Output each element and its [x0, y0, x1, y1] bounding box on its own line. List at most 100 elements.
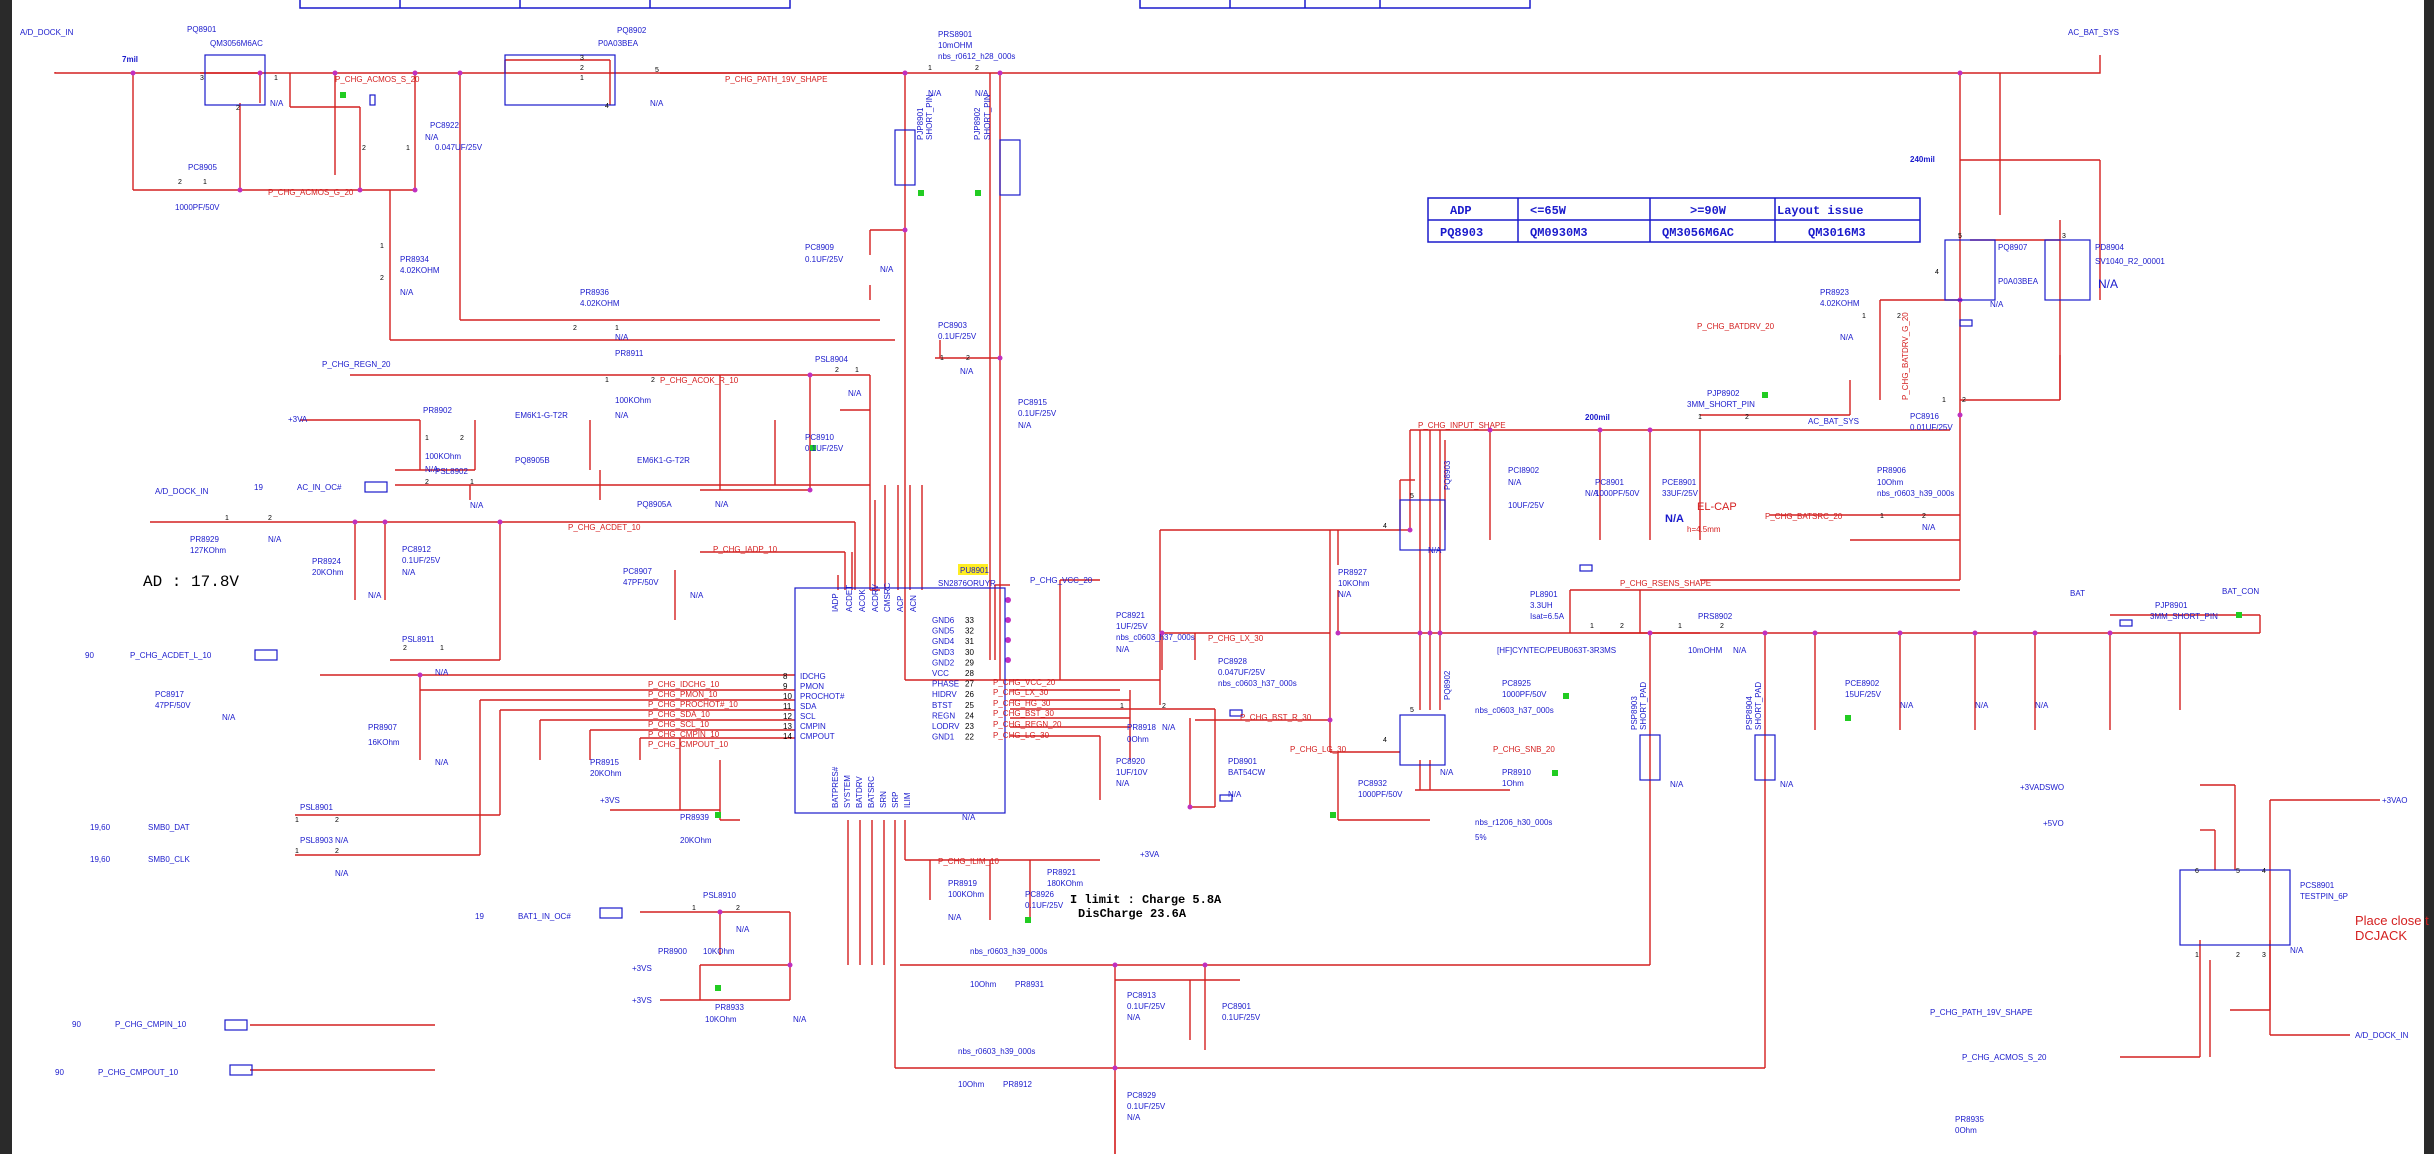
svg-text:4: 4 — [1935, 269, 1939, 276]
ic-left-pin-cmpout: CMPOUT — [800, 732, 835, 741]
dcjack: DCJACK — [2355, 928, 2407, 943]
net-rsens: P_CHG_RSENS_SHAPE — [1620, 579, 1711, 588]
ic-right-pin-btst: BTST — [932, 701, 953, 710]
n19-mid: 19 — [254, 483, 263, 492]
svg-text:2: 2 — [1620, 623, 1624, 630]
pce8901-val: 33UF/25V — [1662, 489, 1699, 498]
na-rsens-1: N/A — [1900, 701, 1914, 710]
ic-top-pin-acn: ACN — [909, 595, 918, 612]
pr8902-ref: PR8902 — [423, 406, 452, 415]
ad-dock-in-top: A/D_DOCK_IN — [20, 28, 74, 37]
pq8906-body — [1399, 714, 1446, 766]
ic-bottom-pin-ilim: ILIM — [903, 792, 912, 808]
svg-text:2: 2 — [178, 179, 182, 186]
pr8927-na: N/A — [1338, 590, 1352, 599]
pr8929-na: N/A — [268, 535, 282, 544]
ic-right-pin-num: 30 — [965, 648, 974, 657]
svg-text:5: 5 — [1410, 493, 1414, 500]
net-snb: P_CHG_SNB_20 — [1493, 745, 1555, 754]
pr8910-ref: PR8910 — [1502, 768, 1531, 777]
net-batsrc: P_CHG_BATSRC_20 — [1765, 512, 1843, 521]
ic-right-pin-gnd3: GND3 — [932, 648, 955, 657]
ic-top-pin-acdrv: ACDRV — [871, 583, 880, 612]
pr8906-ref: PR8906 — [1877, 466, 1906, 475]
pr8918-val: 0Ohm — [1127, 735, 1149, 744]
net-scl: P_CHG_SCL_10 — [648, 720, 709, 729]
pr8939-ref: PR8939 — [680, 813, 709, 822]
pc8901b-na: N/A — [1585, 489, 1599, 498]
ac-in-oc: AC_IN_OC# — [297, 483, 342, 492]
ic-bottom-pin-srp: SRP — [891, 792, 900, 808]
pq8907-part: P0A03BEA — [1998, 277, 2039, 286]
prs8902-na: N/A — [1733, 646, 1747, 655]
pu8901-part: SN2876ORUYR — [938, 579, 996, 588]
n1960-b: 19,60 — [90, 855, 111, 864]
pc8905-ref: PC8905 — [188, 163, 217, 172]
svg-text:1: 1 — [1590, 623, 1594, 630]
svg-text:2: 2 — [1162, 703, 1166, 710]
pce8901-na: N/A — [1665, 513, 1684, 525]
pr8906-val: 10Ohm — [1877, 478, 1904, 487]
pc8903-ref: PC8903 — [938, 321, 967, 330]
pcs8901-body — [2179, 869, 2291, 946]
pc8929-na: N/A — [1127, 1113, 1141, 1122]
psl8902-ref: PSL8902 — [435, 467, 468, 476]
ic-top-pin-acdet: ACDET — [845, 585, 854, 612]
pr8934-ref: PR8934 — [400, 255, 429, 264]
ic-right-pin-gnd1: GND1 — [932, 733, 955, 742]
pr8919-ref: PR8919 — [948, 879, 977, 888]
right-scrollbar[interactable] — [2424, 0, 2434, 1154]
pc8920-ref: PC8920 — [1116, 757, 1145, 766]
v3vs-a: +3VS — [600, 796, 620, 805]
svg-text:2: 2 — [268, 515, 272, 522]
svg-text:5: 5 — [655, 67, 659, 74]
svg-text:2: 2 — [380, 275, 384, 282]
pjp8901-v: PJP8901 — [916, 107, 925, 140]
pr8934-na: N/A — [400, 288, 414, 297]
na-rsens-2: N/A — [1975, 701, 1989, 710]
net-cmpin: P_CHG_CMPIN_10 — [648, 730, 720, 739]
pl8901-part: [HF]CYNTEC/PEUB063T-3R3MS — [1497, 646, 1616, 655]
green-markers — [340, 92, 2242, 991]
n90-acdet: 90 — [85, 651, 94, 660]
pd8901-ref: PD8901 — [1228, 757, 1257, 766]
ic-right-pin-gnd6: GND6 — [932, 616, 955, 625]
pq8905b-ref: PQ8905B — [515, 456, 550, 465]
svg-text:5: 5 — [1410, 707, 1414, 714]
na-psp8901: N/A — [928, 89, 942, 98]
svg-text:3: 3 — [580, 55, 584, 62]
psl8911-ref: PSL8911 — [402, 635, 435, 644]
ic-left-pin-num: 13 — [783, 722, 792, 731]
svg-text:4: 4 — [1383, 737, 1387, 744]
ic-left-pin-pmon: PMON — [800, 682, 824, 691]
net-p-chg-acdet: P_CHG_ACDET_10 — [568, 523, 641, 532]
svg-text:1: 1 — [615, 325, 619, 332]
ic-left-pin-num: 12 — [783, 712, 792, 721]
mil240: 240mil — [1910, 155, 1935, 164]
svg-text:1: 1 — [940, 355, 944, 362]
net-bst-r: P_CHG_BST_R_30 — [1240, 713, 1312, 722]
svg-text:4: 4 — [605, 103, 609, 110]
pc8912-val: 0.1UF/25V — [402, 556, 441, 565]
net-batdrv: P_CHG_BATDRV_20 — [1697, 322, 1775, 331]
table-cell-qm3016: QM3016M3 — [1808, 226, 1866, 240]
prs8901-ref: PRS8901 — [938, 30, 973, 39]
pjp8902-v: PJP8902 — [973, 107, 982, 140]
na-ic-bottom: N/A — [962, 813, 976, 822]
pq8901-ref: PQ8901 — [187, 25, 217, 34]
pq8901-body — [204, 54, 266, 106]
left-scrollbar[interactable] — [0, 0, 12, 1154]
pc8910-val: 0.1UF/25V — [805, 444, 844, 453]
pr8919-na: N/A — [948, 913, 962, 922]
pc8920-val: 1UF/10V — [1116, 768, 1148, 777]
pc8905-val: 1000PF/50V — [175, 203, 220, 212]
pc8928-ref: PC8928 — [1218, 657, 1247, 666]
pjp8901b-ref: PJP8901 — [2155, 601, 2188, 610]
pc8932-val: 1000PF/50V — [1358, 790, 1403, 799]
svg-text:2: 2 — [1962, 397, 1966, 404]
v3vadswo: +3VADSWO — [2020, 783, 2064, 792]
